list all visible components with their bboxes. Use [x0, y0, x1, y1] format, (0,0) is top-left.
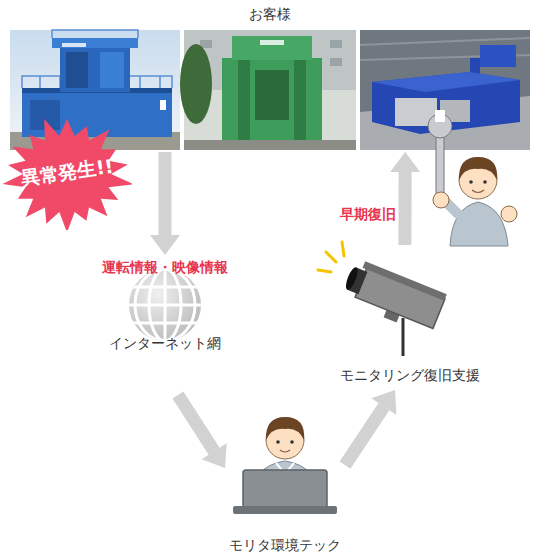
arrow-head: [202, 443, 227, 468]
globe-grid: [125, 265, 205, 345]
arrow-shaft: [345, 407, 384, 465]
internet-node: インターネット網: [105, 255, 225, 395]
monitoring-camera: [318, 242, 447, 356]
operator-eye: [276, 440, 280, 444]
photo-sky: [10, 30, 180, 150]
laptop-screen: [243, 470, 327, 508]
building-window: [330, 40, 342, 48]
node-label: お客様: [8, 6, 532, 23]
operator-at-laptop: [233, 417, 337, 514]
globe-icon: [125, 265, 205, 345]
worker-hair: [459, 157, 497, 180]
node-label: インターネット網: [105, 335, 225, 352]
machine-platform: [22, 92, 172, 137]
worker-mouth: [472, 190, 484, 193]
globe-parallel: [125, 322, 205, 325]
baler-head: [480, 45, 516, 67]
flow-arrow: [150, 152, 180, 255]
repair-worker: [428, 110, 517, 246]
wrench-jaw: [435, 110, 445, 122]
laptop-base: [233, 506, 337, 514]
node-label: モリタ環境テック: [225, 537, 345, 554]
arrow-shaft: [178, 395, 214, 451]
machine-panel: [66, 52, 88, 88]
edge-label: 運転情報・映像情報: [85, 259, 245, 276]
node-label: モニタリング復旧支援: [325, 367, 495, 384]
green-machine-photo: [180, 30, 356, 150]
photo-ground: [184, 140, 356, 150]
machine-logo-plate: [260, 40, 284, 45]
photo-tree: [180, 44, 212, 124]
machine-tower: [60, 48, 130, 92]
globe-parallel: [125, 304, 205, 307]
machine-logo-plate: [62, 43, 86, 47]
flow-arrow: [345, 390, 396, 465]
globe-parallel: [125, 286, 205, 289]
building-window: [330, 58, 342, 66]
blue-machine-photo: [10, 30, 180, 150]
machine-opening: [255, 70, 289, 120]
worker-eye: [469, 180, 473, 184]
arrow-head: [390, 152, 420, 172]
machine-column: [238, 60, 250, 150]
alert-starburst: 異常発生!!: [2, 118, 132, 230]
flow-arrow: [178, 395, 227, 468]
machine-body: [222, 58, 322, 150]
camera-hood: [363, 261, 447, 300]
machine-top: [232, 36, 312, 60]
machine-railing: [52, 30, 138, 38]
arrow-head: [371, 390, 396, 415]
arrow-shaft: [158, 152, 171, 235]
camera-node: モニタリング復旧支援: [325, 245, 495, 390]
machine-panel: [100, 52, 124, 88]
operator-node: モリタ環境テック: [225, 415, 345, 556]
machine-column: [294, 60, 306, 150]
wrench-handle: [436, 130, 444, 202]
worker-eye: [483, 180, 487, 184]
camera-pole: [402, 318, 405, 356]
machine-top: [52, 38, 138, 48]
baler-top: [372, 72, 520, 92]
arrow-head: [150, 235, 180, 255]
machine-sign: [160, 100, 166, 110]
camera-body-group: [339, 258, 447, 336]
camera-lens-glass: [344, 266, 360, 291]
baler-photo: [360, 30, 530, 150]
operator-eye: [290, 440, 294, 444]
photo-factory: [360, 30, 530, 150]
operator-mouth: [280, 450, 290, 452]
arrow-shaft: [398, 172, 411, 245]
camera-flash: [318, 242, 344, 272]
operator-hair: [266, 417, 304, 440]
worker-fist: [501, 206, 517, 222]
worker-fist: [433, 192, 449, 208]
flow-arrow: [390, 152, 420, 245]
edge-label: 早期復旧: [338, 206, 396, 223]
